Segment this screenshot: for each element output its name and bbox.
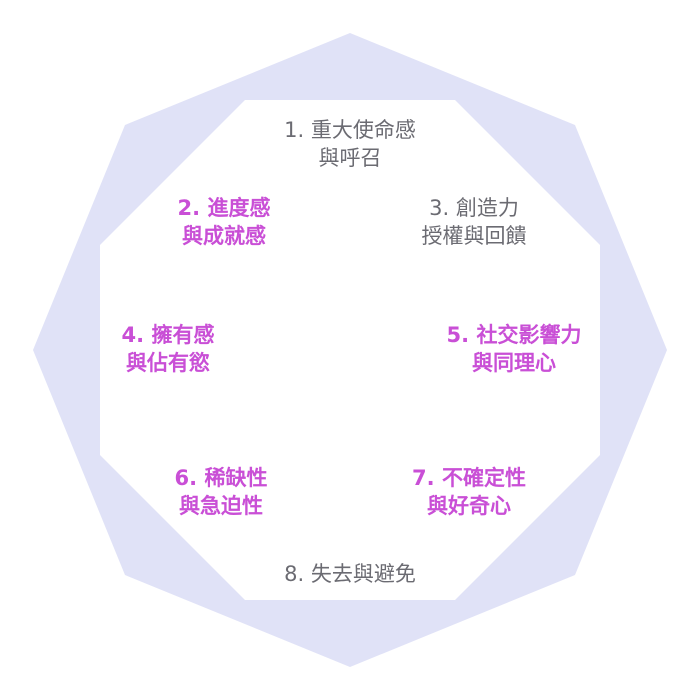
drive-4-label: 4. 擁有感與佔有慾 (68, 321, 268, 377)
drive-7-line2: 與好奇心 (427, 494, 511, 518)
drive-1-line1: 1. 重大使命感 (284, 118, 416, 142)
drive-2-line1: 2. 進度感 (177, 196, 271, 220)
drive-6-line2: 與急迫性 (179, 494, 263, 518)
drive-2-line2: 與成就感 (182, 224, 266, 248)
drive-1-label: 1. 重大使命感與呼召 (250, 116, 450, 172)
drive-5-line2: 與同理心 (472, 351, 556, 375)
drive-1-line2: 與呼召 (318, 146, 382, 170)
drive-6-label: 6. 稀缺性與急迫性 (121, 464, 321, 520)
drive-4-line1: 4. 擁有感 (121, 323, 215, 347)
drive-7-label: 7. 不確定性與好奇心 (369, 464, 569, 520)
drive-3-line1: 3. 創造力 (429, 196, 519, 220)
drive-4-line2: 與佔有慾 (126, 351, 210, 375)
drive-6-line1: 6. 稀缺性 (174, 466, 268, 490)
drive-5-label: 5. 社交影響力與同理心 (414, 321, 614, 377)
drive-5-line1: 5. 社交影響力 (446, 323, 582, 347)
drive-3-label: 3. 創造力授權與回饋 (374, 194, 574, 250)
inner-octagon (100, 100, 600, 600)
drive-7-line1: 7. 不確定性 (412, 466, 526, 490)
drive-8-label: 8. 失去與避免 (250, 560, 450, 588)
drive-2-label: 2. 進度感與成就感 (124, 194, 324, 250)
drive-8-line1: 8. 失去與避免 (284, 562, 416, 586)
drive-3-line2: 授權與回饋 (421, 224, 527, 248)
